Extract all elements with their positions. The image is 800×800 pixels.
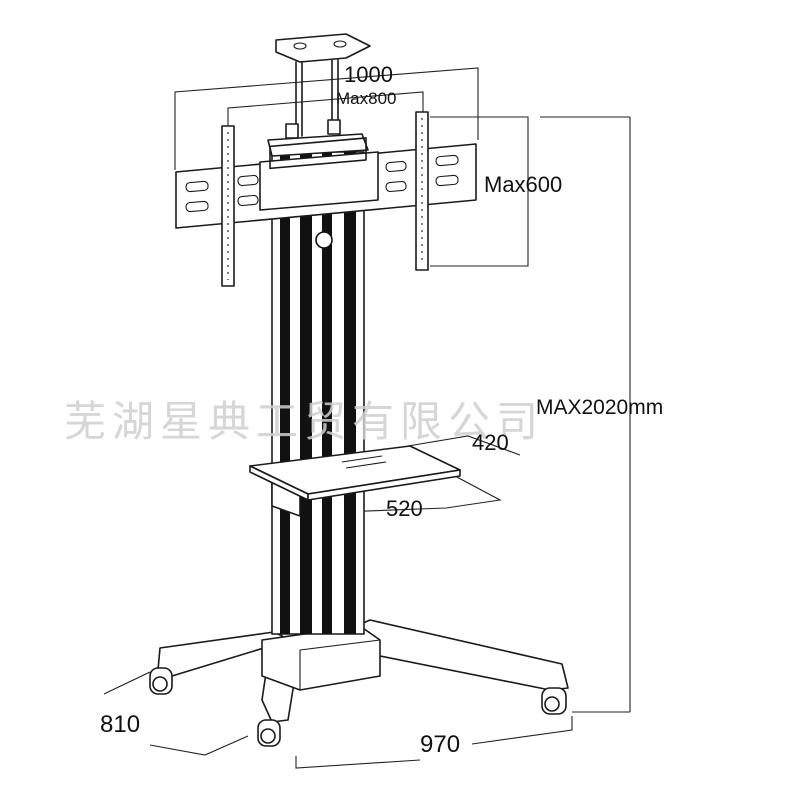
column-stripe-2 bbox=[300, 152, 312, 634]
base-leg-right bbox=[349, 619, 569, 691]
mount-center-slot bbox=[269, 137, 367, 170]
label-mount-height: Max600 bbox=[484, 172, 562, 197]
caster-right bbox=[541, 687, 567, 715]
shelf-side-edge bbox=[307, 469, 461, 501]
stand-base bbox=[149, 619, 569, 747]
label-mount-width-inner: Max800 bbox=[336, 89, 396, 108]
caster-left bbox=[149, 667, 173, 695]
dimension-lines bbox=[103, 67, 631, 769]
watermark-text: 芜湖星典工贸有限公司 bbox=[64, 397, 544, 446]
caster-front bbox=[257, 719, 281, 747]
dim-line-420 bbox=[407, 435, 521, 456]
label-base-depth: 810 bbox=[100, 711, 140, 738]
tv-mount-bracket bbox=[175, 111, 477, 287]
dim-line-970-b bbox=[471, 716, 573, 745]
dim-line-810-b bbox=[149, 735, 249, 756]
base-hub-edge-2 bbox=[299, 639, 381, 651]
dimension-labels: 1000 Max800 Max600 MAX2020mm 420 520 810… bbox=[100, 62, 663, 758]
column-stripe-1 bbox=[280, 152, 290, 634]
stand-column bbox=[267, 133, 369, 635]
dim-line-970-a bbox=[295, 756, 421, 769]
label-base-width: 970 bbox=[420, 731, 460, 758]
cable-hole bbox=[315, 231, 333, 249]
label-shelf-depth: 420 bbox=[472, 430, 509, 455]
vertical-arm-left bbox=[221, 125, 235, 287]
column-stripe-4 bbox=[344, 152, 356, 634]
label-total-height: MAX2020mm bbox=[536, 396, 663, 419]
column-stripe-3 bbox=[322, 152, 332, 634]
vertical-arm-right bbox=[415, 111, 429, 271]
rod-clamp-left bbox=[285, 123, 299, 139]
dim-line-1000 bbox=[174, 67, 479, 170]
camera-shelf bbox=[275, 33, 371, 139]
media-shelf bbox=[249, 445, 461, 517]
dim-line-810-a bbox=[103, 671, 151, 695]
dim-line-max800 bbox=[227, 91, 424, 128]
camera-shelf-plate bbox=[275, 33, 371, 63]
dim-line-max600 bbox=[430, 116, 529, 267]
label-shelf-width: 520 bbox=[386, 496, 423, 521]
label-mount-width: 1000 bbox=[344, 62, 393, 87]
rod-clamp-right bbox=[327, 119, 341, 135]
